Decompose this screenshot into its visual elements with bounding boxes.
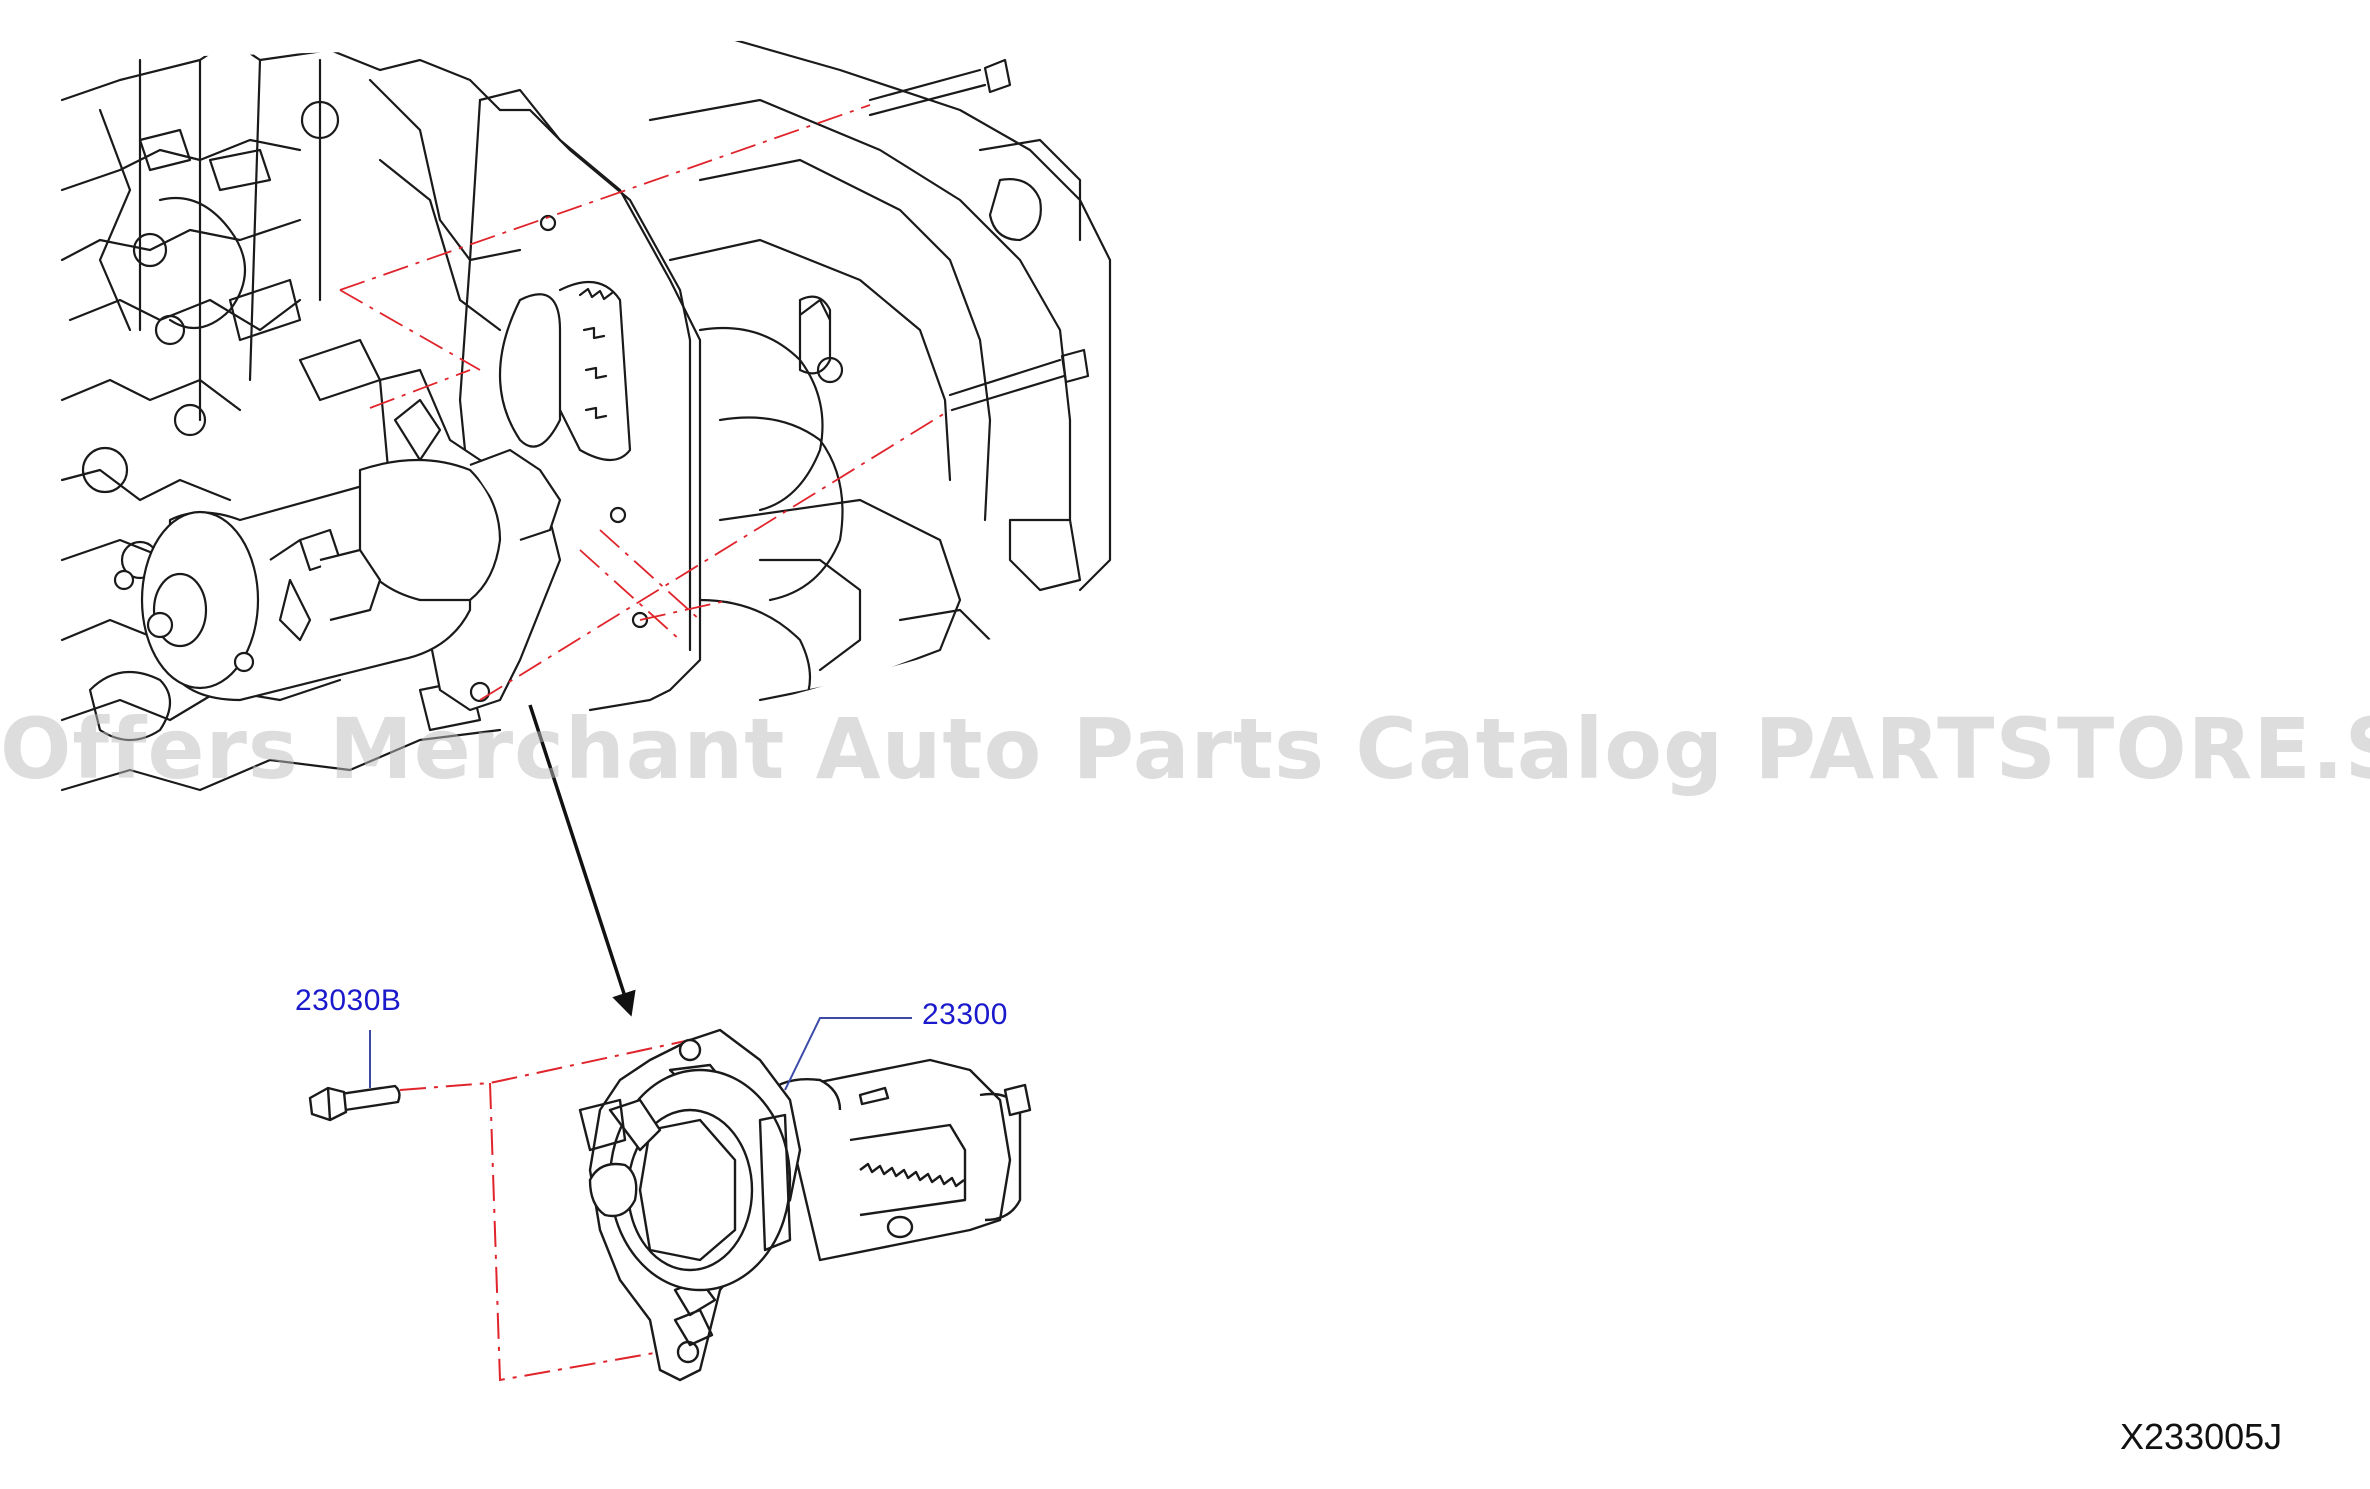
- starter-motor-icon: [578, 1028, 1032, 1382]
- callout-leader-lines: [369, 1017, 912, 1091]
- detail-mounting-phantom-lines: [399, 1039, 701, 1382]
- diagram-code: X233005J: [2120, 1416, 2283, 1457]
- engine-transmission-line-art-icon: [60, 30, 1112, 792]
- callout-part-23300[interactable]: 23300: [922, 998, 1008, 1031]
- callout-part-23030b[interactable]: 23030B: [295, 984, 402, 1017]
- starter-motor-installed-icon: [113, 368, 562, 712]
- arrow-down-icon: [528, 704, 636, 1017]
- bolt-icon: [308, 1084, 401, 1122]
- engine-mounting-phantom-lines: [339, 104, 951, 701]
